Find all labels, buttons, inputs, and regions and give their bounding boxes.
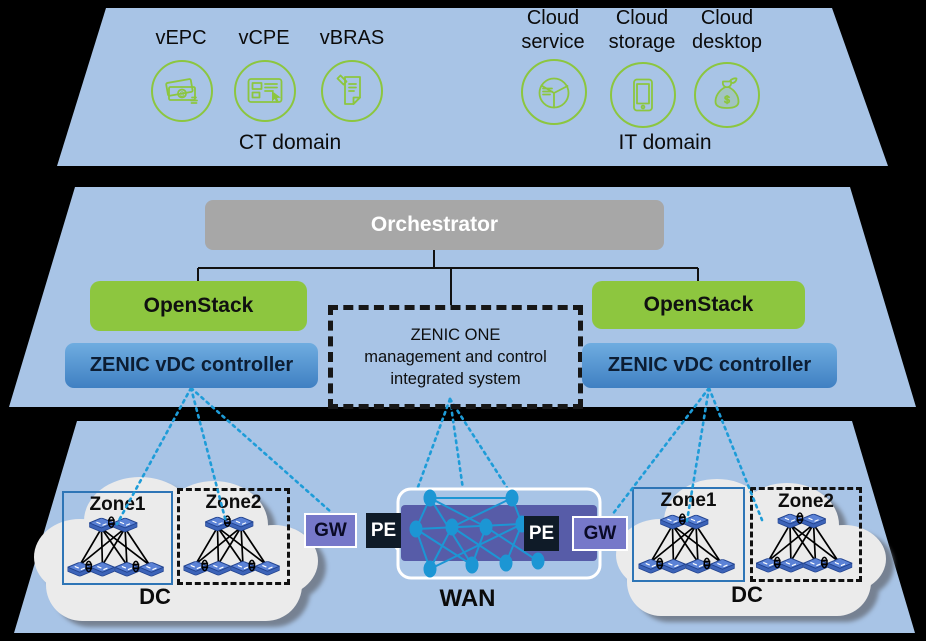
zone-label: Zone1 [89,494,146,515]
vcpe-label: vCPE [238,27,290,49]
zone-topology [183,515,280,576]
zone-label: Zone2 [778,491,834,512]
svg-text:$: $ [180,89,185,98]
wan-label: WAN [439,585,496,612]
left-dc-zone1: Zone1 [62,491,173,585]
orchestrator-box: Orchestrator [205,200,664,250]
gateway-left-box: GW [304,513,357,548]
openstack-left-box: OpenStack [90,281,307,331]
wan-mesh-nodes [409,489,545,578]
vepc-label: vEPC [155,27,207,49]
smartphone-icon [610,62,676,128]
vbras-label: vBRAS [319,27,385,49]
right-dc-zone1: Zone1 [632,487,745,582]
zone-label: Zone1 [660,490,717,511]
ct-domain-label: CT domain [238,131,342,154]
zone-topology [756,512,853,573]
gateway-right-box: GW [572,516,628,551]
document-pencil-icon [321,60,383,122]
right-dc-zone2: Zone2 [750,487,862,582]
zone-label: Zone2 [205,492,262,513]
left-dc-zone2: Zone2 [177,488,290,585]
zenic-vdc-controller-right-box: ZENIC vDC controller [582,343,837,388]
right-dc-label: DC [731,582,763,607]
tablet-pointer-icon [234,60,296,122]
zenic-one-title: ZENIC ONE [410,325,501,344]
zenic-vdc-controller-left-box: ZENIC vDC controller [65,343,318,388]
zone-topology [67,516,164,577]
zenic-one-line2: management and control [364,347,547,366]
pie-sphere-icon [521,59,587,125]
it-domain-label: IT domain [618,131,712,154]
zenic-one-box: ZENIC ONE management and control integra… [328,305,583,409]
pe-router-left-box: PE [366,513,401,548]
cloud-storage-label: Cloud storage [608,7,676,53]
money-bag-icon: $ [694,62,760,128]
svg-text:$: $ [724,95,730,106]
money-banknotes-icon: $ [151,60,213,122]
openstack-right-box: OpenStack [592,281,805,329]
zenic-one-line3: integrated system [390,370,521,389]
zone-topology [638,513,735,574]
left-dc-label: DC [139,584,171,609]
cloud-desktop-label: Cloud desktop [691,7,763,53]
cloud-service-label: Cloud service [521,7,585,53]
pe-router-right-box: PE [524,516,559,551]
